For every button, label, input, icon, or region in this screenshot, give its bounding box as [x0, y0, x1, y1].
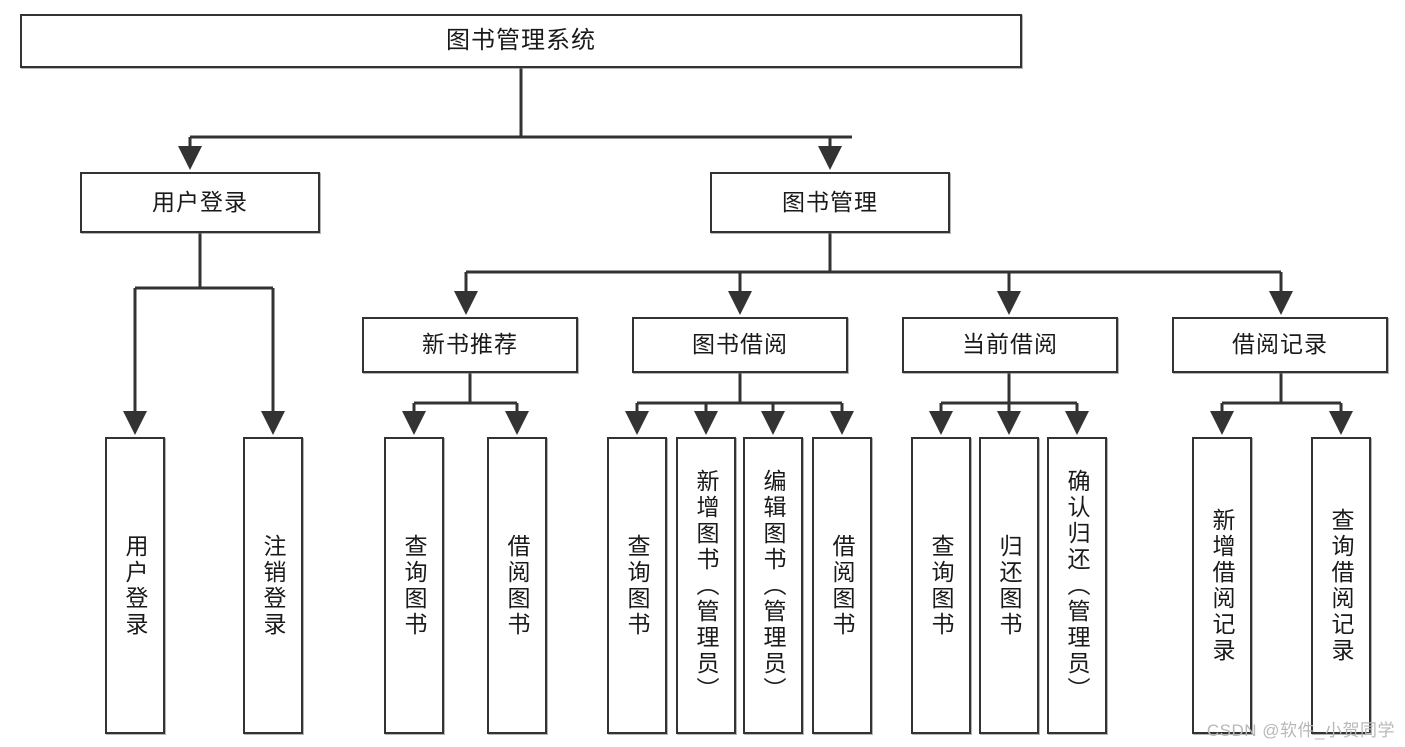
leaf-book-borrow-add-book[interactable]: 新增图书（管理员） — [676, 437, 736, 734]
node-book-borrow[interactable]: 图书借阅 — [632, 317, 848, 373]
node-label: 注销登录 — [260, 533, 287, 638]
leaf-user-login-logout[interactable]: 注销登录 — [243, 437, 303, 734]
node-label: 图书借阅 — [692, 331, 788, 358]
node-label: 查询图书 — [401, 533, 428, 638]
leaf-book-borrow-query-book[interactable]: 查询图书 — [607, 437, 667, 734]
node-root-system[interactable]: 图书管理系统 — [20, 14, 1022, 68]
node-label: 借阅图书 — [829, 533, 856, 638]
node-label: 查询图书 — [624, 533, 651, 638]
node-borrow-record[interactable]: 借阅记录 — [1172, 317, 1388, 373]
node-label: 确认归还（管理员） — [1064, 468, 1091, 703]
node-label: 图书管理系统 — [446, 26, 596, 54]
leaf-user-login-login[interactable]: 用户登录 — [105, 437, 165, 734]
node-new-book-recommend[interactable]: 新书推荐 — [362, 317, 578, 373]
node-label: 查询借阅记录 — [1328, 507, 1355, 664]
node-label: 归还图书 — [996, 533, 1023, 638]
leaf-borrow-record-query-record[interactable]: 查询借阅记录 — [1311, 437, 1371, 734]
node-label: 借阅记录 — [1232, 331, 1328, 358]
watermark-text: CSDN @软件_小贺同学 — [1206, 721, 1395, 740]
node-current-borrow[interactable]: 当前借阅 — [902, 317, 1118, 373]
node-label: 新增图书（管理员） — [693, 468, 720, 703]
leaf-borrow-record-add-record[interactable]: 新增借阅记录 — [1192, 437, 1252, 734]
leaf-current-borrow-confirm-return[interactable]: 确认归还（管理员） — [1047, 437, 1107, 734]
leaf-book-borrow-borrow-book[interactable]: 借阅图书 — [812, 437, 872, 734]
node-label: 编辑图书（管理员） — [760, 468, 787, 703]
leaf-current-borrow-return-book[interactable]: 归还图书 — [979, 437, 1039, 734]
node-label: 新书推荐 — [422, 331, 518, 358]
leaf-book-borrow-edit-book[interactable]: 编辑图书（管理员） — [743, 437, 803, 734]
node-label: 当前借阅 — [962, 331, 1058, 358]
node-label: 新增借阅记录 — [1209, 507, 1236, 664]
node-label: 借阅图书 — [504, 533, 531, 638]
node-user-login[interactable]: 用户登录 — [80, 172, 320, 233]
leaf-new-book-borrow-book[interactable]: 借阅图书 — [487, 437, 547, 734]
node-book-management[interactable]: 图书管理 — [710, 172, 950, 233]
node-label: 图书管理 — [782, 188, 878, 215]
leaf-current-borrow-query-book[interactable]: 查询图书 — [911, 437, 971, 734]
node-label: 用户登录 — [152, 188, 248, 215]
node-label: 用户登录 — [122, 533, 149, 638]
leaf-new-book-query-book[interactable]: 查询图书 — [384, 437, 444, 734]
node-label: 查询图书 — [928, 533, 955, 638]
